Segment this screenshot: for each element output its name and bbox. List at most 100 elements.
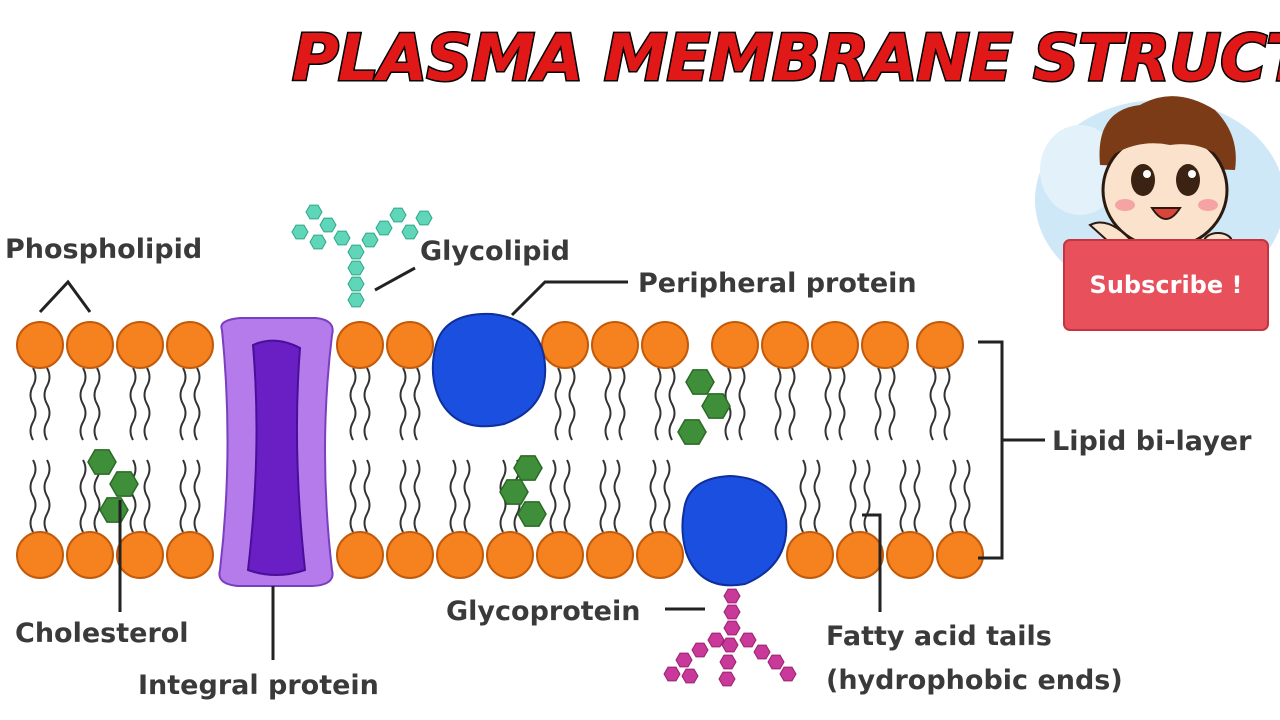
phospholipid-head: [486, 531, 534, 579]
phospholipid-head: [336, 321, 384, 369]
phospholipid-head: [66, 531, 114, 579]
phospholipid-head: [786, 531, 834, 579]
glycolipid-sugar: [305, 204, 323, 220]
glycolipid-sugar: [415, 210, 433, 226]
glycolipid-sugar: [291, 224, 309, 240]
cholesterol-ring: [677, 419, 707, 445]
glycoprotein-sugar: [779, 666, 797, 682]
label-glycoprotein: Glycoprotein: [446, 596, 640, 627]
fatty-acid-tail: [93, 367, 101, 441]
fatty-acid-tail: [663, 459, 671, 533]
fatty-acid-tail: [929, 367, 937, 441]
glycolipid-sugar: [347, 276, 365, 292]
fatty-acid-tail: [618, 367, 626, 441]
fatty-acid-tail: [193, 459, 201, 533]
cholesterol-ring: [685, 369, 715, 395]
fatty-acid-tail: [668, 367, 676, 441]
fatty-acid-tail: [913, 459, 921, 533]
cholesterol-ring: [87, 449, 117, 475]
fatty-acid-tail: [179, 459, 187, 533]
phospholipid-head: [591, 321, 639, 369]
fatty-acid-tail: [554, 367, 562, 441]
cholesterol-ring: [513, 455, 543, 481]
fatty-acid-tail: [43, 367, 51, 441]
page-title: PLASMA MEMBRANE STRUCTURE: [292, 22, 1280, 96]
glycoprotein-sugar: [718, 671, 736, 687]
fatty-acid-tail: [799, 459, 807, 533]
label-hydrophobic-ends: (hydrophobic ends): [826, 665, 1123, 696]
phospholipid-head: [711, 321, 759, 369]
glycoprotein-sugar: [723, 620, 741, 636]
phospholipid-head: [536, 531, 584, 579]
fatty-acid-tail: [143, 367, 151, 441]
fatty-acid-tail: [738, 367, 746, 441]
fatty-acid-tail: [613, 459, 621, 533]
fatty-acid-tail: [899, 459, 907, 533]
phospholipid-head: [586, 531, 634, 579]
glycolipid-sugar: [309, 234, 327, 250]
cholesterol-ring: [109, 471, 139, 497]
fatty-acid-tail: [838, 367, 846, 441]
lipid-bilayer-bracket: [978, 340, 1045, 560]
integral-protein-inner: [246, 339, 307, 576]
glycoprotein-sugar: [719, 654, 737, 670]
phospholipid-head: [641, 321, 689, 369]
subscribe-button-bg[interactable]: [1063, 239, 1269, 331]
glycolipid-sugar: [319, 217, 337, 233]
phospholipid-head: [886, 531, 934, 579]
label-phospholipid: Phospholipid: [5, 234, 202, 265]
phospholipid-head: [836, 531, 884, 579]
phospholipid-head: [166, 321, 214, 369]
fatty-acid-tail: [399, 367, 407, 441]
fatty-acid-tail: [949, 459, 957, 533]
glycoprotein-protein-body: [681, 474, 788, 587]
phospholipid-head: [16, 321, 64, 369]
fatty-acid-tail: [863, 459, 871, 533]
mascot-mouth: [1150, 207, 1182, 220]
phospholipid-head: [386, 321, 434, 369]
label-peripheral-protein: Peripheral protein: [638, 268, 917, 299]
fatty-acid-tail: [363, 459, 371, 533]
fatty-acid-tail: [563, 459, 571, 533]
fatty-acid-tail: [179, 367, 187, 441]
fatty-acid-tail: [349, 367, 357, 441]
glycoprotein-sugar: [681, 668, 699, 684]
phospholipid-head: [636, 531, 684, 579]
fatty-acid-tail: [193, 367, 201, 441]
fatty-acid-tail: [654, 367, 662, 441]
label-glycolipid: Glycolipid: [420, 236, 570, 267]
fatty-acid-tail: [813, 459, 821, 533]
phospholipid-head: [811, 321, 859, 369]
label-integral-protein: Integral protein: [138, 670, 379, 701]
subscribe-button-label[interactable]: Subscribe !: [1090, 271, 1243, 299]
fatty-acid-tail: [824, 367, 832, 441]
fatty-acid-tail: [943, 367, 951, 441]
fatty-acid-tail: [463, 459, 471, 533]
glycolipid-sugar: [333, 230, 351, 246]
fatty-acid-tail: [604, 367, 612, 441]
glycoprotein-sugar: [723, 604, 741, 620]
phospholipid-head: [116, 531, 164, 579]
phospholipid-head: [386, 531, 434, 579]
glycolipid-sugar: [401, 224, 419, 240]
fatty-acid-tail: [399, 459, 407, 533]
fatty-acid-tail: [29, 459, 37, 533]
subscribe-button[interactable]: Subscribe !: [1063, 239, 1269, 331]
fatty-acid-tail: [599, 459, 607, 533]
phospholipid-head: [16, 531, 64, 579]
phospholipid-head: [66, 321, 114, 369]
fatty-acid-tail: [43, 459, 51, 533]
mascot-eye-right: [1176, 164, 1200, 196]
label-lipid-bilayer: Lipid bi-layer: [1052, 426, 1252, 457]
label-cholesterol: Cholesterol: [15, 618, 189, 649]
glycolipid-sugar: [347, 244, 365, 260]
fatty-acid-tail: [963, 459, 971, 533]
glycolipid-chain: [291, 204, 433, 308]
peripheral-protein-leader: [510, 280, 628, 317]
phospholipid-head: [761, 321, 809, 369]
fatty-acid-tails-leader: [862, 513, 882, 612]
fatty-acid-tails-layer: [29, 367, 971, 533]
fatty-acid-tail: [774, 367, 782, 441]
phospholipid-head: [861, 321, 909, 369]
